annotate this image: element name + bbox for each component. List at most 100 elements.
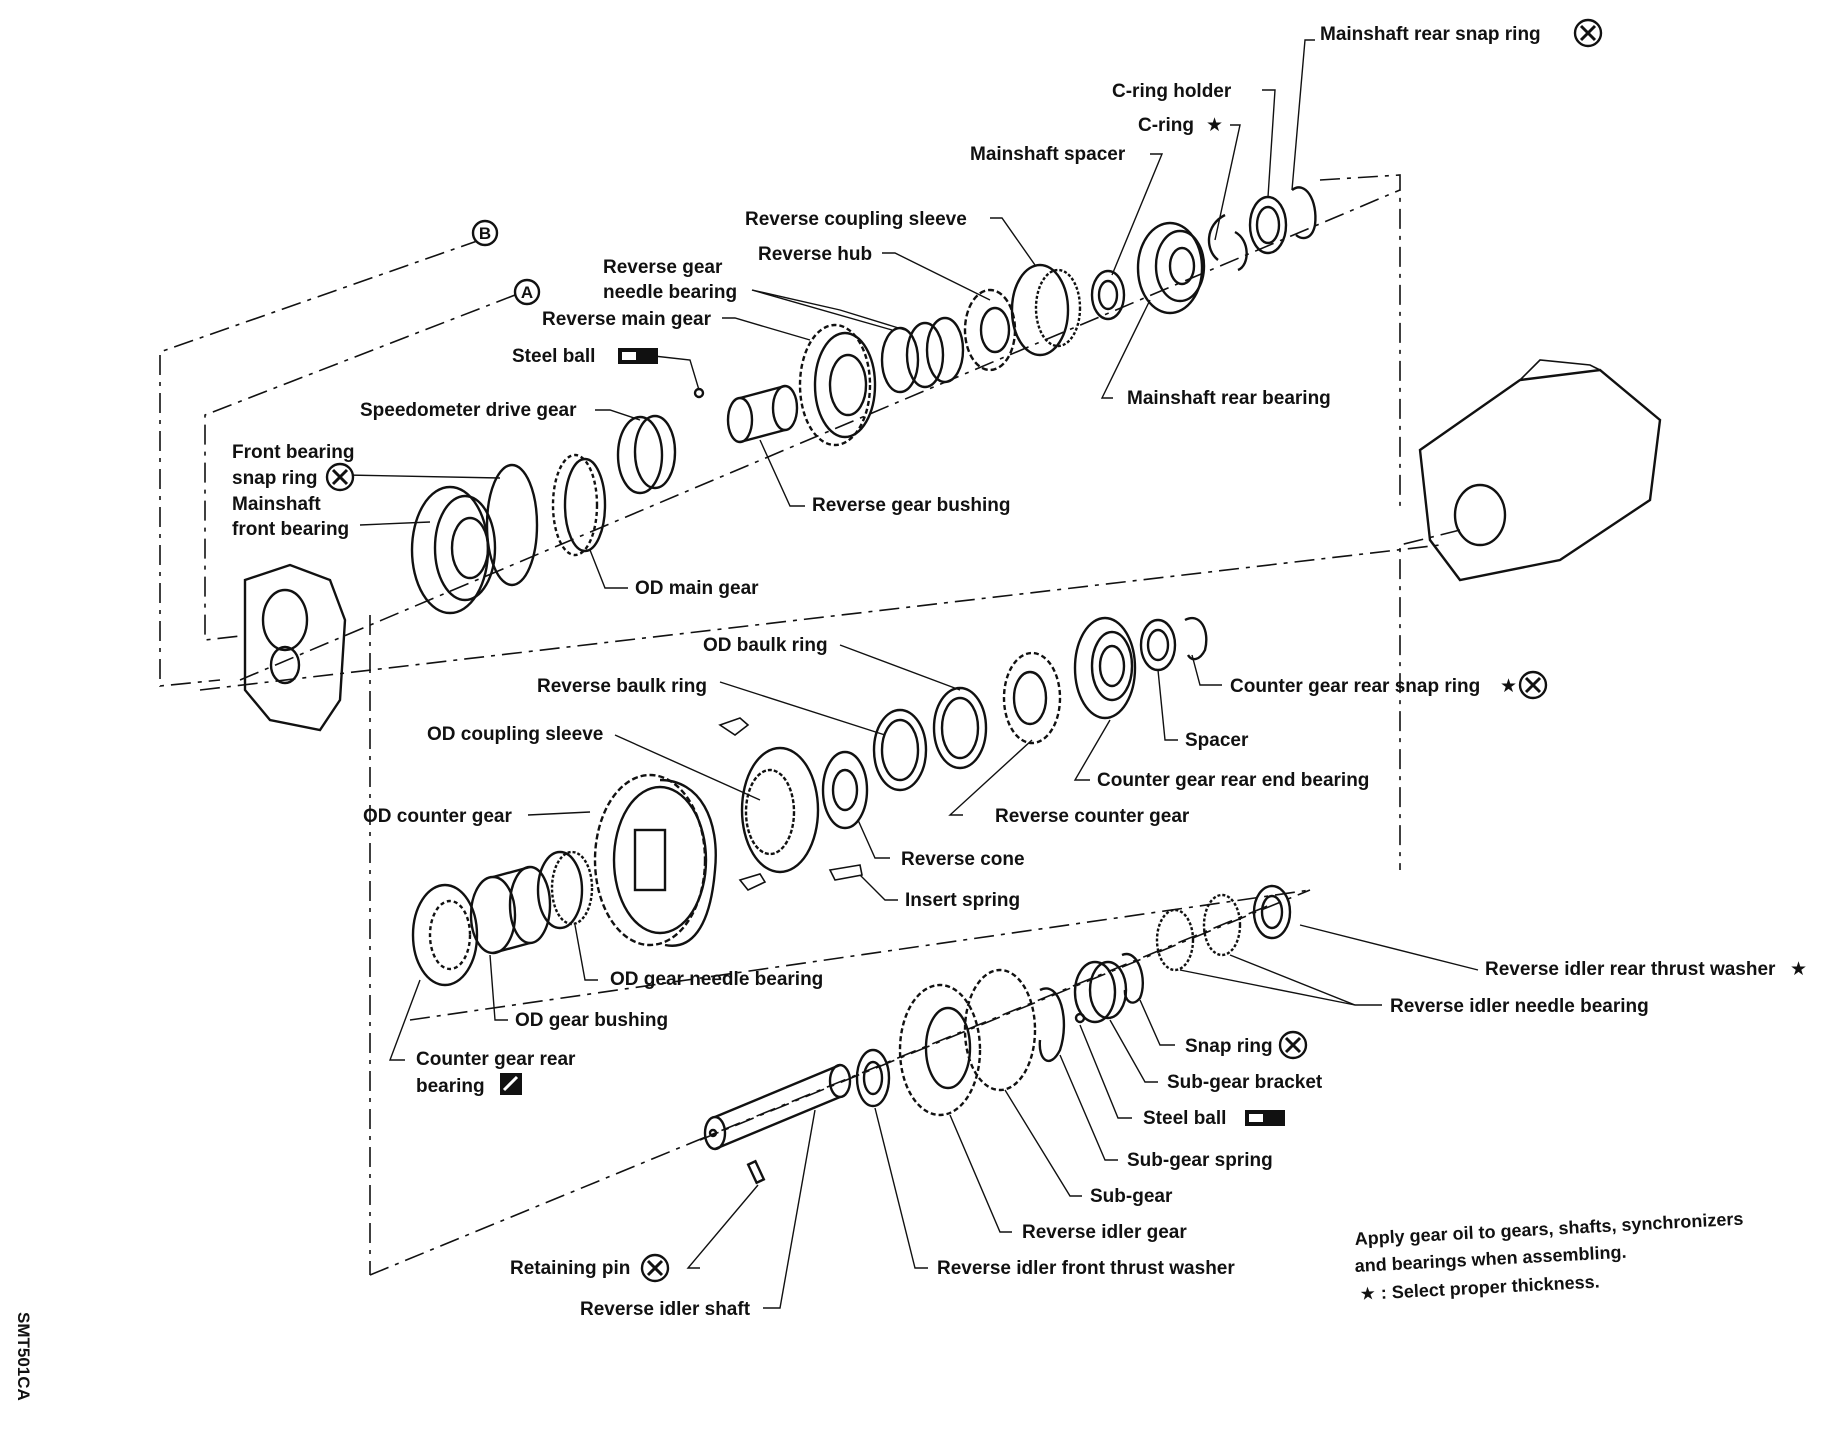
label-od-gear-needle-bearing: OD gear needle bearing bbox=[610, 969, 823, 990]
reverse-coupling-sleeve bbox=[1010, 263, 1082, 357]
reverse-idler-shaft bbox=[703, 1063, 852, 1151]
label-retaining-pin: Retaining pin bbox=[510, 1258, 630, 1279]
label-speedometer-drive-gear: Speedometer drive gear bbox=[360, 400, 577, 421]
label-sub-gear-bracket: Sub-gear bracket bbox=[1167, 1072, 1323, 1093]
note-line-3: ★ : Select proper thickness. bbox=[1359, 1271, 1600, 1304]
label-c-ring: C-ring bbox=[1138, 115, 1194, 136]
label-reverse-idler-gear: Reverse idler gear bbox=[1022, 1222, 1187, 1243]
counter-gear-rear-end-bearing bbox=[1073, 616, 1137, 720]
front-housing bbox=[243, 563, 347, 732]
label-reverse-idler-rear-thrust-washer: Reverse idler rear thrust washer bbox=[1485, 959, 1776, 980]
label-reverse-gear-bushing: Reverse gear bushing bbox=[812, 495, 1011, 516]
note-line-2: and bearings when assembling. bbox=[1354, 1242, 1627, 1276]
reverse-idler-gear bbox=[898, 983, 982, 1117]
label-counter-gear-rear-end-bearing: Counter gear rear end bearing bbox=[1097, 770, 1369, 791]
reverse-idler-needle-bearing bbox=[1155, 893, 1242, 972]
label-reverse-idler-shaft: Reverse idler shaft bbox=[580, 1299, 751, 1320]
c-ring bbox=[1207, 213, 1248, 272]
reverse-cone bbox=[821, 750, 869, 830]
label-mainshaft-front-bearing-2: front bearing bbox=[232, 519, 349, 540]
mainshaft-spacer bbox=[1090, 269, 1126, 321]
label-front-bearing-snap-ring-1: Front bearing bbox=[232, 442, 354, 463]
label-od-gear-bushing: OD gear bushing bbox=[515, 1010, 668, 1031]
circle-x-icon bbox=[1278, 1030, 1308, 1060]
od-counter-gear bbox=[593, 773, 717, 947]
star-icon: ★ bbox=[1206, 115, 1223, 136]
label-od-baulk-ring: OD baulk ring bbox=[703, 635, 828, 656]
label-reverse-gear-needle-bearing-2: needle bearing bbox=[603, 282, 737, 303]
label-c-ring-holder: C-ring holder bbox=[1112, 81, 1232, 102]
retaining-pin bbox=[746, 1159, 766, 1185]
label-reverse-idler-needle-bearing: Reverse idler needle bearing bbox=[1390, 996, 1649, 1017]
svg-text:B: B bbox=[479, 224, 491, 243]
circle-x-icon bbox=[1518, 670, 1548, 700]
label-reverse-coupling-sleeve: Reverse coupling sleeve bbox=[745, 209, 967, 230]
steel-ball-bottom bbox=[1074, 1012, 1086, 1024]
sub-gear-spring bbox=[1038, 987, 1066, 1063]
label-mainshaft-spacer: Mainshaft spacer bbox=[970, 144, 1126, 165]
labels: Mainshaft rear snap ring C-ring holder C… bbox=[232, 24, 1776, 1320]
assembly-note: Apply gear oil to gears, shafts, synchro… bbox=[1354, 1209, 1744, 1304]
reference-mark-a: A bbox=[513, 278, 541, 306]
reverse-hub bbox=[963, 288, 1017, 372]
label-sub-gear-spring: Sub-gear spring bbox=[1127, 1150, 1273, 1171]
counter-gear-rear-snap-ring bbox=[1184, 616, 1208, 661]
label-mainshaft-rear-bearing: Mainshaft rear bearing bbox=[1127, 388, 1331, 409]
label-insert-spring: Insert spring bbox=[905, 890, 1020, 911]
od-gear-needle-bearing bbox=[536, 850, 594, 930]
spacer bbox=[1139, 618, 1177, 672]
label-reverse-idler-front-thrust-washer: Reverse idler front thrust washer bbox=[937, 1258, 1235, 1279]
grease-gun-icon bbox=[1245, 1110, 1285, 1126]
od-main-gear bbox=[551, 453, 607, 557]
reverse-gear-needle-bearing bbox=[880, 316, 965, 394]
circle-x-icon bbox=[1573, 18, 1603, 48]
steel-ball-top bbox=[693, 387, 705, 399]
label-snap-ring: Snap ring bbox=[1185, 1036, 1273, 1057]
star-icon: ★ bbox=[1790, 959, 1807, 980]
label-front-bearing-snap-ring-2: snap ring bbox=[232, 468, 318, 489]
reverse-gear-bushing bbox=[726, 384, 799, 444]
label-reverse-baulk-ring: Reverse baulk ring bbox=[537, 676, 707, 697]
od-baulk-ring bbox=[932, 686, 988, 770]
grease-gun-icon bbox=[618, 348, 658, 364]
grease-icons bbox=[618, 348, 1285, 1126]
counter-gear-rear-bearing bbox=[411, 883, 479, 987]
sub-gear-bracket bbox=[1073, 960, 1128, 1024]
replace-icons bbox=[325, 18, 1603, 1283]
label-steel-ball-top: Steel ball bbox=[512, 346, 595, 367]
note-line-1: Apply gear oil to gears, shafts, synchro… bbox=[1354, 1209, 1744, 1249]
star-icon: ★ bbox=[1500, 676, 1517, 697]
star-icons: ★ ★ ★ bbox=[1206, 115, 1807, 980]
label-counter-gear-rear-bearing-2: bearing bbox=[416, 1076, 485, 1097]
label-reverse-hub: Reverse hub bbox=[758, 244, 872, 265]
od-gear-bushing bbox=[469, 865, 552, 955]
reverse-main-gear bbox=[798, 323, 877, 447]
reverse-baulk-ring bbox=[872, 708, 928, 792]
label-reverse-cone: Reverse cone bbox=[901, 849, 1025, 870]
svg-text:A: A bbox=[521, 283, 533, 302]
label-mainshaft-rear-snap-ring: Mainshaft rear snap ring bbox=[1320, 24, 1541, 45]
figure-code: SMT501CA bbox=[14, 1312, 33, 1401]
label-steel-ball-bottom: Steel ball bbox=[1143, 1108, 1226, 1129]
c-ring-holder bbox=[1248, 195, 1288, 255]
label-reverse-gear-needle-bearing-1: Reverse gear bbox=[603, 257, 723, 278]
insert-springs-and-keys bbox=[718, 717, 863, 891]
mainshaft-rear-snap-ring bbox=[1291, 186, 1317, 240]
label-counter-gear-rear-bearing-1: Counter gear rear bbox=[416, 1049, 576, 1070]
label-mainshaft-front-bearing-1: Mainshaft bbox=[232, 494, 321, 515]
reverse-idler-rear-thrust-washer bbox=[1252, 884, 1292, 940]
reverse-idler-front-thrust-washer bbox=[855, 1048, 891, 1108]
circle-x-icon bbox=[325, 462, 355, 492]
sealant-tube-icon bbox=[500, 1073, 522, 1095]
reverse-counter-gear bbox=[1002, 651, 1062, 745]
front-bearing-snap-ring bbox=[485, 463, 539, 587]
circle-x-icon bbox=[640, 1253, 670, 1283]
label-od-coupling-sleeve: OD coupling sleeve bbox=[427, 724, 603, 745]
mainshaft-rear-bearing bbox=[1136, 221, 1206, 315]
od-coupling-sleeve bbox=[740, 746, 820, 874]
label-spacer: Spacer bbox=[1185, 730, 1249, 751]
label-counter-gear-rear-snap-ring: Counter gear rear snap ring bbox=[1230, 676, 1480, 697]
reference-mark-b: B bbox=[471, 219, 499, 247]
mainshaft-front-bearing bbox=[410, 485, 497, 615]
